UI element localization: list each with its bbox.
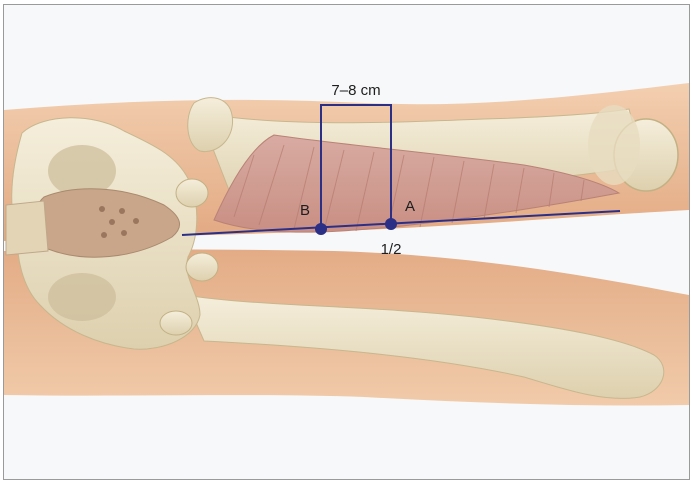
- point-a-marker: [385, 218, 397, 230]
- lumbar-vertebra: [6, 201, 48, 255]
- obturator-foramen-bottom: [48, 273, 116, 321]
- femoral-head-lower: [186, 253, 218, 281]
- point-a-label: A: [405, 198, 415, 215]
- point-b-label: B: [300, 202, 310, 219]
- point-b-marker: [315, 223, 327, 235]
- illustration-frame: 7–8 cm B A 1/2: [3, 4, 690, 480]
- thigh-anatomy-diagram: 7–8 cm B A 1/2: [4, 5, 689, 479]
- midpoint-label: 1/2: [381, 241, 402, 258]
- femoral-head-upper: [176, 179, 208, 207]
- distance-label: 7–8 cm: [331, 82, 380, 99]
- femoral-condyle: [588, 105, 640, 185]
- lesser-trochanter: [160, 311, 192, 335]
